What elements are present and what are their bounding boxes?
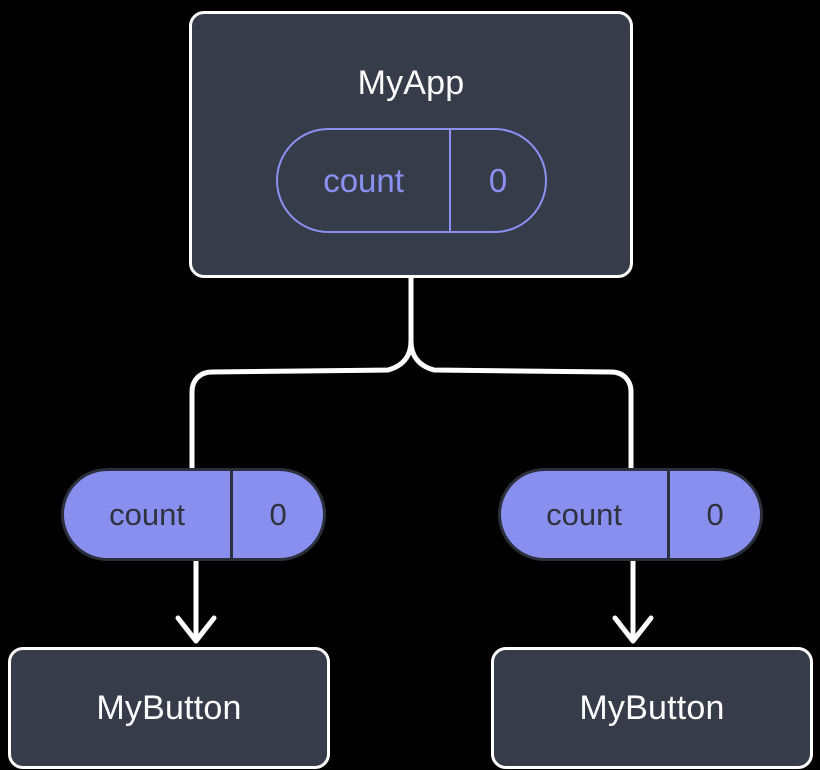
prop-pill-key: count	[109, 497, 185, 532]
component-card-mybutton-left[interactable]: MyButton	[8, 647, 330, 769]
prop-pill-value: 0	[230, 471, 323, 558]
fork-connector-left-branch	[189, 338, 414, 471]
prop-pill-right-count[interactable]: count 0	[498, 468, 763, 561]
fork-connector	[408, 274, 634, 471]
component-name-myapp: MyApp	[357, 64, 465, 102]
component-name-mybutton-right: MyButton	[579, 689, 725, 727]
state-pill-myapp-count[interactable]: count 0	[276, 128, 547, 233]
prop-arrow-left-head	[175, 615, 217, 644]
component-card-mybutton-right[interactable]: MyButton	[491, 647, 813, 769]
state-pill-value: 0	[449, 130, 545, 231]
prop-pill-left-count[interactable]: count 0	[61, 468, 326, 561]
component-name-mybutton-left: MyButton	[96, 689, 242, 727]
prop-pill-key: count	[546, 497, 622, 532]
state-pill-key: count	[323, 162, 404, 199]
prop-pill-value: 0	[667, 471, 760, 558]
prop-arrow-right-head	[612, 615, 654, 644]
component-card-myapp[interactable]: MyApp	[189, 11, 633, 278]
